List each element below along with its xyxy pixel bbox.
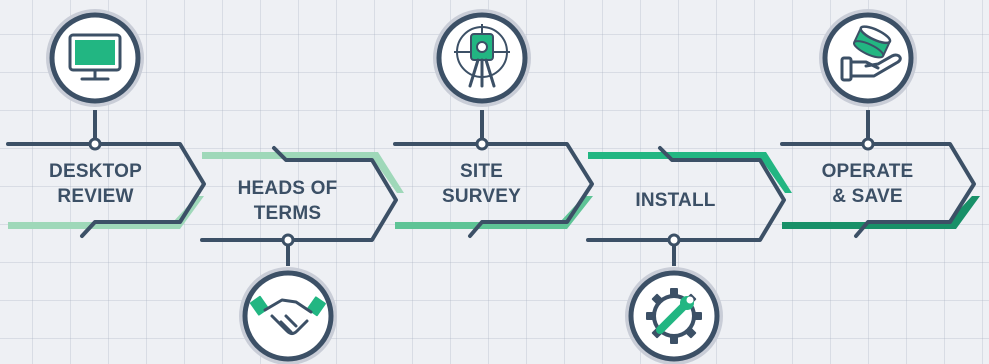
step-arrow-outline	[586, 146, 786, 242]
connector-dot	[861, 137, 875, 151]
monitor-icon	[46, 9, 144, 107]
hand-coins-icon	[819, 9, 917, 107]
step-heads-of-terms	[200, 146, 404, 364]
step-label-install: INSTALL	[635, 190, 716, 211]
connector-dot	[667, 233, 681, 247]
step-arrow-outline	[780, 142, 976, 238]
step-desktop-review	[6, 9, 206, 238]
wrench-gear-icon	[625, 267, 723, 364]
connector-dot	[281, 233, 295, 247]
step-label-operate-save: OPERATE & SAVE	[821, 161, 914, 207]
step-arrow-outline	[6, 142, 206, 238]
step-accent-band	[202, 152, 404, 193]
step-label-site-survey: SITE SURVEY	[442, 161, 521, 207]
connector-dot	[88, 137, 102, 151]
step-label-heads-of-terms: HEADS OF TERMS	[237, 178, 338, 224]
handshake-icon	[239, 267, 337, 364]
step-operate-save	[780, 9, 980, 238]
step-arrow-outline	[200, 146, 398, 242]
step-label-desktop-review: DESKTOP REVIEW	[49, 161, 142, 207]
step-arrow-outline	[393, 142, 594, 238]
step-accent-band	[588, 152, 792, 193]
surveying-instrument-icon	[433, 9, 531, 107]
connector-dot	[475, 137, 489, 151]
step-install	[586, 146, 792, 364]
step-site-survey	[393, 9, 594, 238]
